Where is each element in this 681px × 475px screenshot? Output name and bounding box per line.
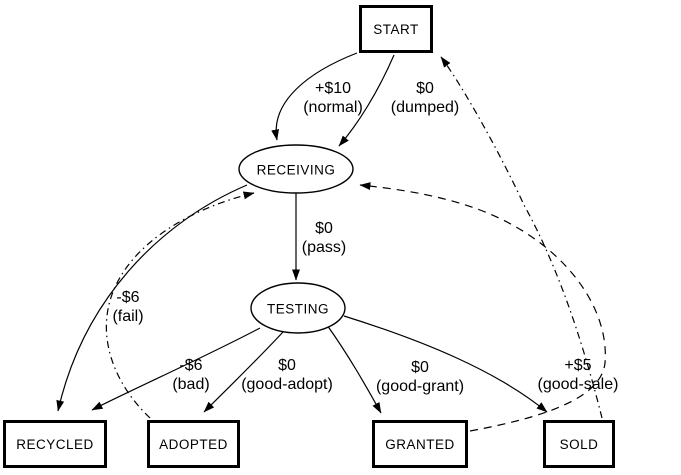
- node-recycled: RECYCLED: [3, 420, 107, 468]
- edge-sold-start-return: [440, 56, 603, 419]
- edge-label-fail: -$6 (fail): [112, 289, 144, 325]
- edge-label-good-adopt: $0 (good-adopt): [241, 357, 333, 393]
- node-receiving-shape: [238, 144, 354, 194]
- node-granted: GRANTED: [372, 420, 468, 468]
- node-sold: SOLD: [543, 420, 615, 468]
- edge-granted-receiving-return: [359, 182, 606, 432]
- edge-testing-sold-good-sale: [343, 315, 548, 413]
- edge-label-pass: $0 (pass): [301, 220, 347, 256]
- edge-label-dumped: $0 (dumped): [390, 80, 460, 116]
- edge-testing-granted-good-grant: [326, 324, 382, 414]
- node-receiving-label: RECEIVING: [256, 162, 336, 178]
- edge-label-normal: +$10 (normal): [303, 80, 363, 116]
- node-testing-shape: [250, 282, 346, 334]
- edge-receiving-recycled-fail: [56, 184, 248, 412]
- edge-start-receiving-normal: [271, 52, 358, 141]
- node-adopted-label: ADOPTED: [159, 436, 228, 452]
- edge-testing-recycled-bad: [91, 327, 261, 411]
- node-sold-label: SOLD: [559, 436, 599, 452]
- node-adopted: ADOPTED: [147, 420, 240, 468]
- edge-adopted-receiving-return: [105, 191, 255, 419]
- node-testing-label: TESTING: [266, 301, 330, 317]
- edge-label-good-grant: $0 (good-grant): [375, 359, 465, 395]
- node-recycled-label: RECYCLED: [16, 436, 94, 452]
- edge-label-bad: -$6 (bad): [172, 357, 210, 393]
- edge-start-receiving-dumped: [338, 54, 395, 147]
- edge-label-good-sale: +$5 (good-sale): [537, 357, 619, 393]
- edge-testing-adopted-good-adopt: [203, 331, 284, 413]
- node-start: START: [359, 5, 433, 53]
- node-granted-label: GRANTED: [385, 436, 455, 452]
- node-start-label: START: [373, 21, 419, 37]
